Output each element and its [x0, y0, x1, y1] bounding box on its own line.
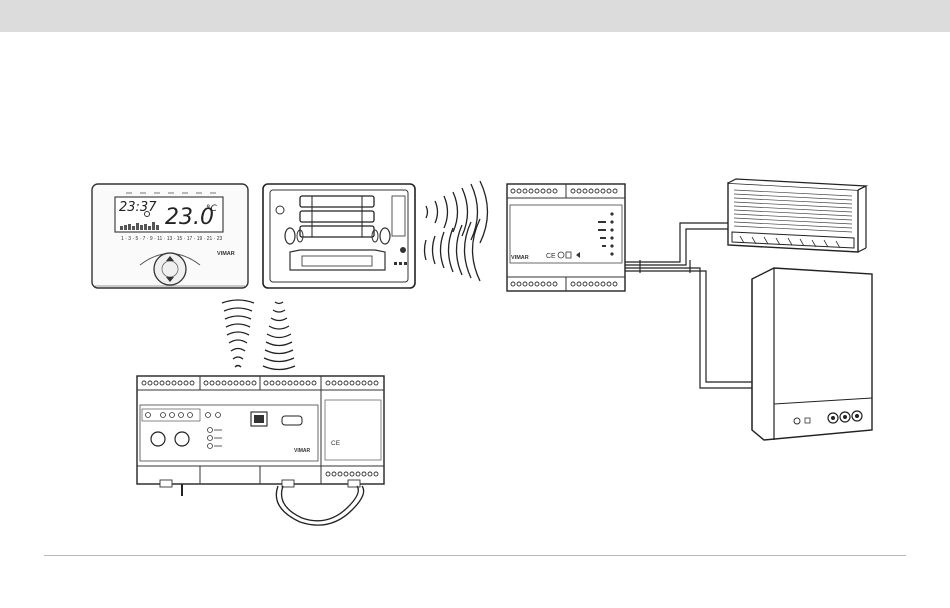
wiring	[625, 223, 762, 388]
day-scale: 1 · 3 · 5 · 7 · 9 · 11 · 13 · 15 · 17 · …	[121, 236, 223, 242]
lcd-unit: °C	[206, 204, 218, 214]
receiver-brand: VIMAR	[511, 255, 529, 261]
gateway-brand: VIMAR	[294, 448, 311, 454]
air-conditioner	[728, 179, 866, 252]
radio-waves-horizontal	[425, 181, 488, 281]
thermostat-back	[263, 184, 415, 288]
din-receiver: VIMAR CE	[507, 184, 625, 291]
receiver-ce: CE	[546, 253, 556, 260]
boiler	[752, 268, 872, 440]
lcd-time: 23:37	[119, 200, 157, 215]
thermostat-front: 23:37 23.0 °C 1 · 3 · 5 · 7 · 9 · 11 · 1…	[92, 184, 248, 288]
gateway-module: VIMAR CE	[137, 376, 384, 525]
bottom-divider	[44, 555, 906, 556]
thermostat-brand: VIMAR	[217, 251, 235, 257]
radio-waves-vertical	[222, 300, 295, 370]
gateway-ce: CE	[331, 440, 341, 447]
